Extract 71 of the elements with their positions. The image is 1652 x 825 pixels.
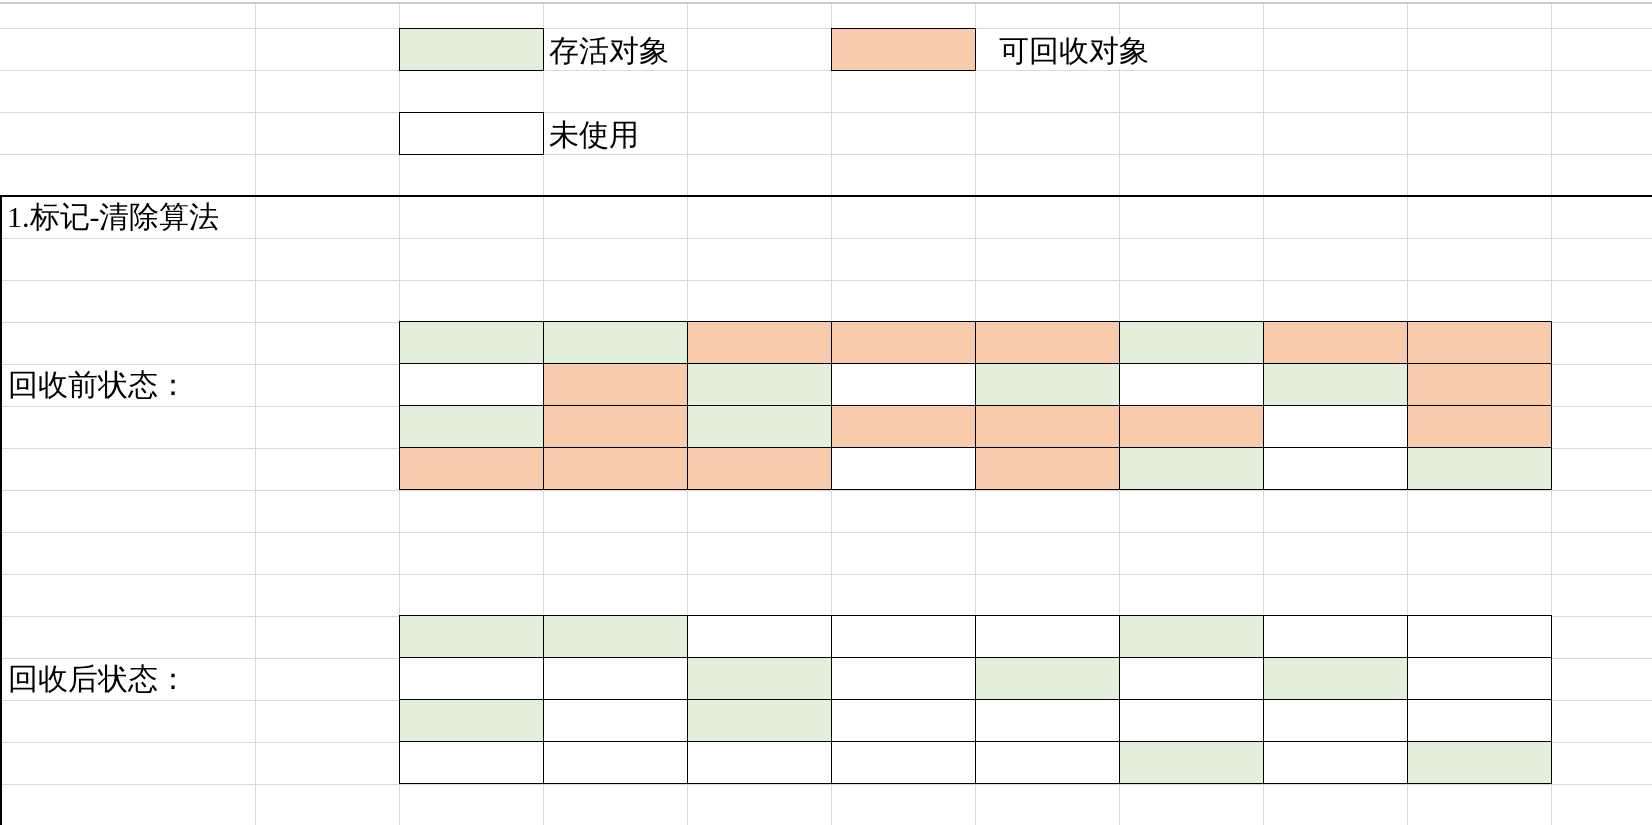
memory-block [1120,616,1263,657]
memory-block [544,616,687,657]
memory-block [688,406,831,447]
memory-block [544,406,687,447]
memory-block [1408,448,1551,489]
memory-block [400,616,543,657]
memory-block [1408,742,1551,783]
legend-label: 存活对象 [549,34,669,68]
memory-block [1408,406,1551,447]
memory-block [832,364,975,405]
memory-block [832,448,975,489]
memory-block [976,616,1119,657]
memory-block [400,322,543,363]
memory-block [1120,322,1263,363]
memory-block [688,448,831,489]
memory-block [1120,658,1263,699]
memory-block [1264,406,1407,447]
memory-block [976,448,1119,489]
memory-block [544,742,687,783]
memory-grid [399,615,1552,784]
memory-block [976,700,1119,741]
memory-block [544,448,687,489]
memory-block [1264,448,1407,489]
memory-block [976,364,1119,405]
memory-block [832,700,975,741]
memory-block [832,406,975,447]
memory-block [1264,742,1407,783]
memory-block [976,742,1119,783]
memory-block [832,742,975,783]
memory-grid [399,321,1552,490]
memory-block [400,658,543,699]
memory-block [832,658,975,699]
memory-block [1120,448,1263,489]
memory-block [832,616,975,657]
memory-block [1264,700,1407,741]
memory-block [1264,616,1407,657]
memory-block [832,322,975,363]
section-frame [0,195,1652,825]
memory-block [1408,700,1551,741]
memory-block [1120,364,1263,405]
memory-block [400,448,543,489]
memory-block [1264,364,1407,405]
memory-block [1408,322,1551,363]
memory-block [400,742,543,783]
memory-block [976,322,1119,363]
memory-block [688,616,831,657]
memory-block [688,364,831,405]
memory-block [1120,742,1263,783]
section-title: 1.标记-清除算法 [7,200,220,234]
legend-label: 未使用 [549,118,639,152]
memory-block [1408,364,1551,405]
memory-block [544,364,687,405]
memory-block [976,658,1119,699]
memory-block [1408,616,1551,657]
memory-block [688,322,831,363]
memory-block [544,322,687,363]
memory-block [1120,700,1263,741]
memory-block [400,700,543,741]
memory-block [544,700,687,741]
memory-block [400,406,543,447]
memory-block [688,658,831,699]
memory-block [1264,658,1407,699]
memory-block [1408,658,1551,699]
memory-block [544,658,687,699]
memory-block [688,700,831,741]
memory-block [976,406,1119,447]
memory-block [1120,406,1263,447]
legend-label: 可回收对象 [999,34,1149,68]
memory-block [400,364,543,405]
memory-block [1264,322,1407,363]
memory-block [688,742,831,783]
